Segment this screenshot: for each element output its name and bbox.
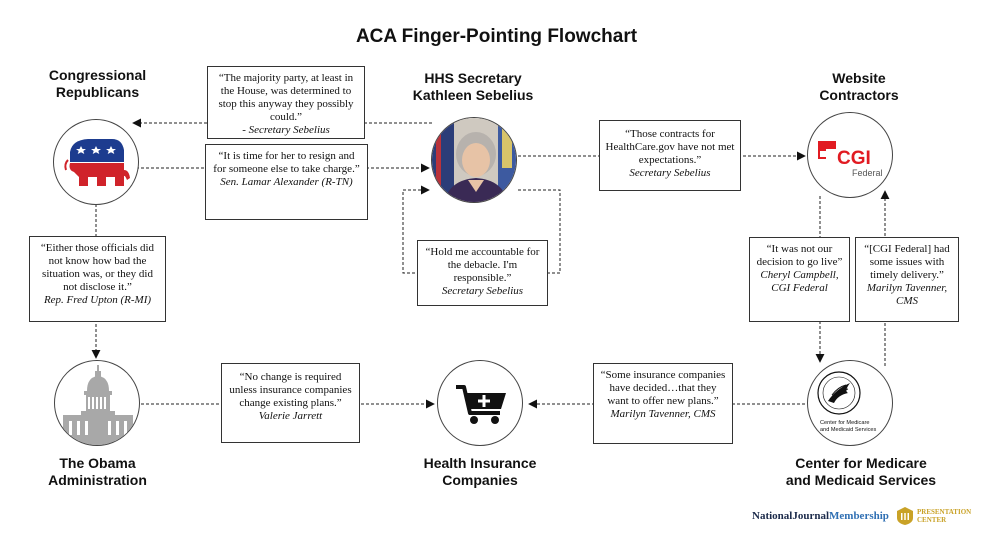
node-label-line: Center for Medicare <box>795 455 927 471</box>
node-label-republicans: Congressional Republicans <box>20 67 175 101</box>
quote-text: “It was not our decision to go live” <box>756 243 843 268</box>
quote-box-7: “[CGI Federal] had some issues with time… <box>855 237 959 322</box>
quote-box-3: “Those contracts for HealthCare.gov have… <box>599 120 741 191</box>
node-label-line: Companies <box>442 472 518 488</box>
presentation-center-label: PRESENTATION CENTER <box>917 508 971 524</box>
quote-box-1: “The majority party, at least in the Hou… <box>207 66 365 139</box>
quote-text: “It is time for her to resign and for so… <box>213 150 360 175</box>
quote-text: “The majority party, at least in the Hou… <box>218 72 354 123</box>
gop-elephant-icon <box>64 139 130 186</box>
sebelius-portrait <box>432 118 516 202</box>
insurers-node <box>437 360 523 446</box>
quote-attribution: Rep. Fred Upton (R-MI) <box>43 294 152 306</box>
quote-attribution: Secretary Sebelius <box>629 167 711 179</box>
republicans-node <box>53 119 139 205</box>
hhs-node <box>431 117 517 203</box>
quote-attribution: Marilyn Tavenner, CMS <box>866 282 948 307</box>
node-label-line: Kathleen Sebelius <box>412 87 534 103</box>
node-label-line: Contractors <box>819 87 899 103</box>
brand-name: NationalJournal <box>752 510 830 522</box>
quote-attribution: Marilyn Tavenner, CMS <box>610 408 716 420</box>
quote-box-4: “Hold me accountable for the debacle. I'… <box>417 240 548 306</box>
node-label-line: HHS Secretary <box>424 70 522 86</box>
quote-text: “[CGI Federal] had some issues with time… <box>864 243 950 281</box>
cgi-logo-sub: Federal <box>852 168 883 178</box>
cms-logo-line2: and Medicaid Services <box>820 427 876 433</box>
quote-attribution: Secretary Sebelius <box>441 285 524 297</box>
node-label-line: The Obama <box>59 455 136 471</box>
edge-hhs-self-loop <box>402 185 561 274</box>
node-label-line: Republicans <box>55 84 140 100</box>
quote-box-9: “Some insurance companies have decided…t… <box>593 363 733 444</box>
node-label-insurers: Health Insurance Companies <box>405 455 555 489</box>
quote-text: “Hold me accountable for the debacle. I'… <box>425 246 540 284</box>
node-label-obama: The Obama Administration <box>25 455 170 489</box>
node-label-line: Administration <box>48 472 147 488</box>
quote-attribution: Cheryl Campbell, CGI Federal <box>760 269 839 294</box>
quote-text: “Some insurance companies have decided…t… <box>600 369 726 407</box>
pc-line: CENTER <box>917 516 947 524</box>
brand-suffix: Membership <box>829 510 889 522</box>
cgi-logo-text: CGI <box>837 148 871 169</box>
node-label-line: Website <box>832 70 886 86</box>
node-label-cms: Center for Medicare and Medicaid Service… <box>776 455 946 489</box>
quote-box-5: “Either those officials did not know how… <box>29 236 166 322</box>
chart-title: ACA Finger-Pointing Flowchart <box>355 26 638 47</box>
quote-attribution: - Secretary Sebelius <box>242 124 330 136</box>
node-label-line: Congressional <box>48 67 147 83</box>
cms-logo-line1: Center for Medicare <box>820 420 869 426</box>
quote-attribution: Sen. Lamar Alexander (R-TN) <box>220 176 353 188</box>
quote-box-6: “It was not our decision to go live” Che… <box>749 237 850 322</box>
node-label-line: Health Insurance <box>423 455 537 471</box>
quote-text: “Those contracts for HealthCare.gov have… <box>605 128 735 166</box>
quote-box-2: “It is time for her to resign and for so… <box>205 144 368 220</box>
cgi-federal-logo: CGI Federal <box>818 141 883 178</box>
shopping-cart-plus-icon <box>456 385 506 424</box>
cms-node: Center for Medicare and Medicaid Service… <box>807 360 893 446</box>
hhs-eagle-seal-icon: Center for Medicare and Medicaid Service… <box>817 371 876 433</box>
quote-text: “No change is required unless insurance … <box>229 371 352 409</box>
quote-text: “Either those officials did not know how… <box>40 242 155 293</box>
pc-line: PRESENTATION <box>917 508 972 516</box>
node-label-hhs: HHS Secretary Kathleen Sebelius <box>398 70 548 104</box>
contractors-node: CGI Federal <box>807 112 893 198</box>
capitol-dome-icon <box>59 365 137 445</box>
obama-node <box>54 360 140 446</box>
presentation-center-icon <box>897 507 913 525</box>
node-label-line: and Medicaid Services <box>785 472 937 488</box>
quote-attribution: Valerie Jarrett <box>258 410 323 422</box>
quote-box-8: “No change is required unless insurance … <box>221 363 360 443</box>
node-label-contractors: Website Contractors <box>785 70 933 104</box>
national-journal-logo: NationalJournalMembership <box>752 510 889 522</box>
